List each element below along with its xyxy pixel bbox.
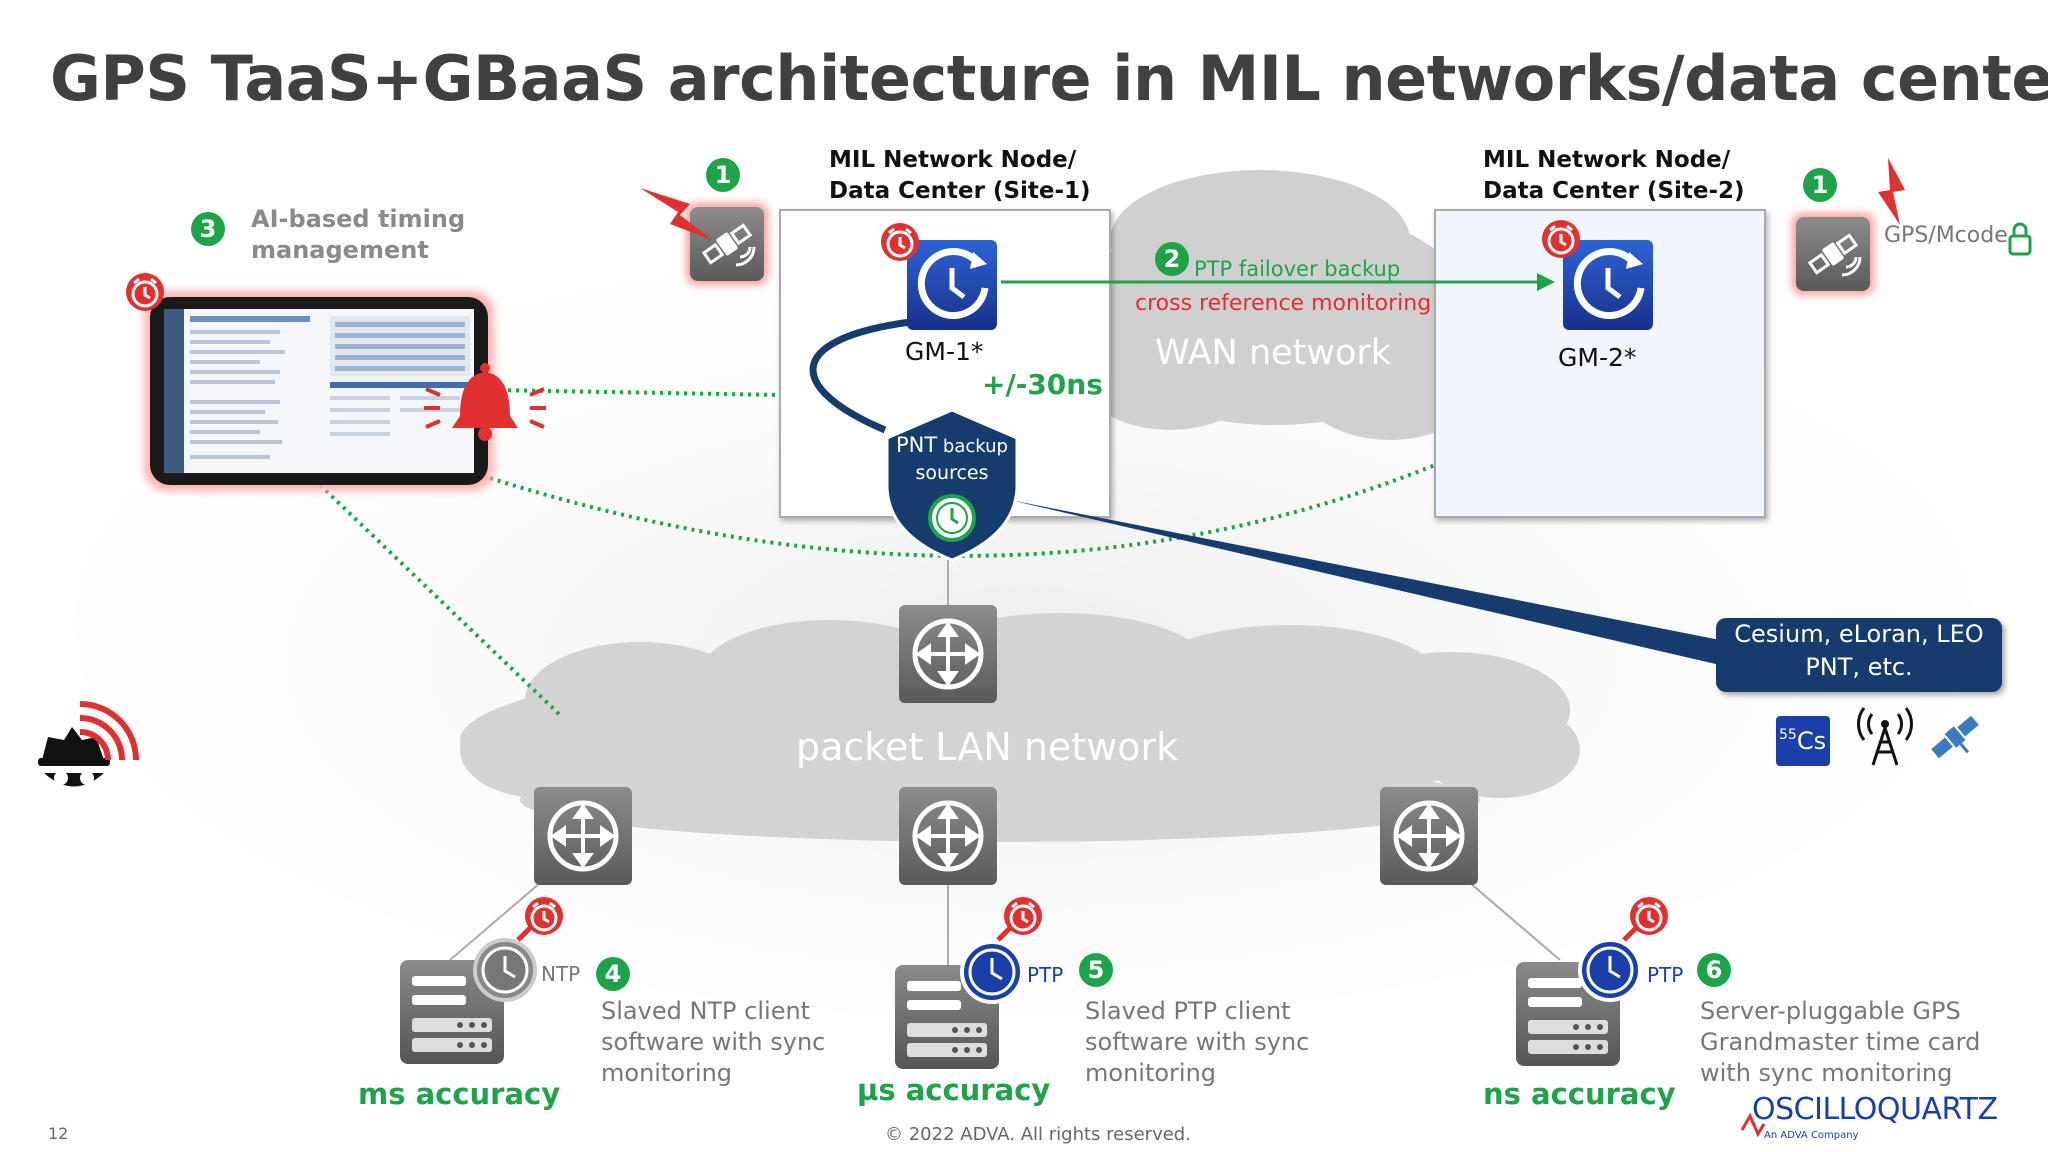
callout-line1: Cesium, eLoran, LEO (1734, 620, 1984, 648)
jamming-lightning-icon-2 (1878, 158, 1905, 225)
cesium-label: 55Cs (1779, 727, 1826, 755)
oscilloquartz-logo (1740, 1112, 1766, 1138)
logo-text: OSCILLOQUARTZ (1752, 1092, 1998, 1127)
badge-6: 6 (1697, 953, 1731, 987)
gm2-alarm-icon (1540, 218, 1582, 260)
site1-title-line2: Data Center (Site-1) (829, 178, 1091, 204)
page-number: 12 (48, 1124, 69, 1143)
site1-title-line1: MIL Network Node/ (829, 147, 1077, 173)
lock-icon (2008, 222, 2032, 256)
ptp-client-description: Slaved PTP client software with sync mon… (1085, 996, 1309, 1089)
ptp-desc-line1: Slaved PTP client (1085, 997, 1291, 1025)
card-desc-line1: Server-pluggable GPS (1700, 997, 1961, 1025)
badge-1-site2: 1 (1803, 168, 1837, 202)
ntp-desc-line1: Slaved NTP client (601, 997, 811, 1025)
us-accuracy-label: µs accuracy (857, 1073, 1051, 1107)
gm1-accuracy: +/-30ns (982, 368, 1103, 401)
wan-network-label: WAN network (1155, 333, 1392, 373)
ai-monitor-screen[interactable] (144, 291, 494, 491)
card-desc-line3: with sync monitoring (1700, 1059, 1953, 1087)
tower-icon (1857, 707, 1913, 766)
ntp-desc-line2: software with sync (601, 1028, 826, 1056)
logo-tagline: An ADVA Company (1764, 1130, 1859, 1141)
pnt-label-main: PNT (896, 433, 938, 457)
ms-accuracy-label: ms accuracy (358, 1077, 561, 1111)
ptp-protocol-label: PTP (1027, 963, 1064, 987)
cesium-icon (1776, 716, 1830, 766)
ptp-clock-icon (960, 940, 1024, 1004)
ai-label-line1: AI-based timing (251, 205, 466, 233)
gm1-alarm-icon (879, 221, 921, 263)
badge-4: 4 (596, 957, 630, 991)
gps-satellite-icon-site2[interactable] (1792, 213, 1874, 295)
cross-reference-label: cross reference monitoring (1135, 291, 1432, 316)
hacker-icon (38, 701, 139, 787)
jamming-lightning-icon-1 (640, 188, 712, 240)
pnt-shield-label: PNT backup sources (893, 432, 1011, 487)
badge-2: 2 (1155, 242, 1189, 276)
badge-3: 3 (191, 212, 225, 246)
badge-1-site1: 1 (706, 158, 740, 192)
ai-label: AI-based timing management (251, 204, 465, 266)
gm1-clock-icon[interactable] (907, 240, 997, 330)
alarm-pointers (516, 926, 1638, 942)
gps-satellite-icon-site1[interactable] (686, 203, 768, 285)
ntp-protocol-label: NTP (541, 962, 581, 986)
ai-to-site2-link (489, 463, 1436, 558)
network-links (449, 545, 1561, 975)
site2-title-line1: MIL Network Node/ (1483, 147, 1731, 173)
lan-network-label: packet LAN network (796, 725, 1179, 769)
badge-5: 5 (1079, 953, 1113, 987)
ai-alarm-clock-icon (124, 271, 166, 313)
gps-mcode-label: GPS/Mcode (1884, 223, 2008, 248)
ptp-failover-arrowhead (1537, 273, 1555, 291)
site2-title-line2: Data Center (Site-2) (1483, 178, 1745, 204)
pnt-label-rest: backup (937, 436, 1008, 457)
alarm-bell-icon (424, 363, 546, 441)
ns-accuracy-label: ns accuracy (1483, 1077, 1676, 1111)
slide-title: GPS TaaS+GBaaS architecture in MIL netwo… (50, 42, 2048, 115)
copyright: © 2022 ADVA. All rights reserved. (885, 1124, 1191, 1145)
cesium-sup: 55 (1779, 727, 1797, 743)
pnt-callout-beam (1010, 500, 1720, 665)
router-icon-ntp[interactable] (534, 787, 632, 885)
card-desc-line2: Grandmaster time card (1700, 1028, 1981, 1056)
ptp-failover-label: PTP failover backup (1194, 257, 1401, 281)
ntp-clock-icon (473, 938, 537, 1002)
leo-satellite-icon (1931, 715, 1979, 759)
site1-title: MIL Network Node/ Data Center (Site-1) (829, 145, 1091, 207)
ai-label-line2: management (251, 236, 429, 264)
pnt-label-line2: sources (915, 462, 989, 484)
cesium-base: Cs (1796, 727, 1827, 755)
router-icon-ptp[interactable] (899, 787, 997, 885)
site2-title: MIL Network Node/ Data Center (Site-2) (1483, 145, 1745, 207)
gm2-label: GM-2* (1558, 343, 1637, 372)
ptp-desc-line3: monitoring (1085, 1059, 1217, 1087)
pnt-sources-callout: Cesium, eLoran, LEO PNT, etc. (1716, 618, 2002, 692)
card-description: Server-pluggable GPS Grandmaster time ca… (1700, 996, 1980, 1089)
card-clock-icon (1578, 938, 1642, 1002)
pnt-shield-icon[interactable] (885, 408, 1019, 562)
ntp-client-description: Slaved NTP client software with sync mon… (601, 996, 825, 1089)
ptp-desc-line2: software with sync (1085, 1028, 1310, 1056)
gm1-label: GM-1* (905, 337, 984, 366)
pnt-to-gm1-arrow (809, 318, 911, 434)
callout-line2: PNT, etc. (1805, 653, 1913, 681)
core-router-icon[interactable] (899, 605, 997, 703)
ntp-desc-line3: monitoring (601, 1059, 733, 1087)
gm2-clock-icon[interactable] (1563, 240, 1653, 330)
router-icon-card[interactable] (1380, 787, 1478, 885)
card-protocol-label: PTP (1647, 963, 1684, 987)
